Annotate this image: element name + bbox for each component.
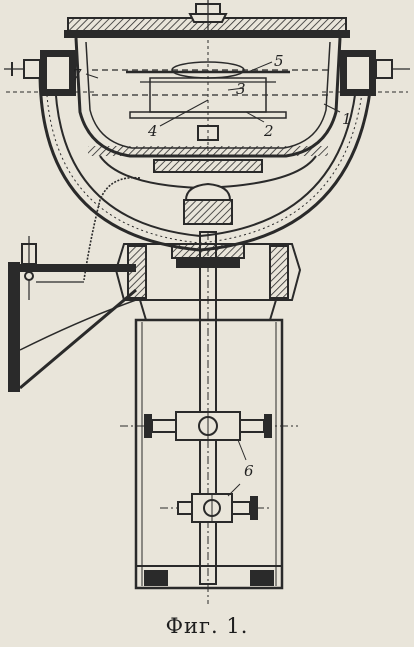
label-2: 2 [263, 122, 274, 140]
part-labels: 1 2 3 4 5 6 7 [72, 52, 352, 480]
label-7: 7 [72, 66, 82, 84]
pedestal-column [134, 318, 284, 590]
corrector-holder-upper [120, 411, 298, 441]
right-trunnion [340, 50, 410, 96]
compass-card [126, 40, 290, 162]
left-trunnion [4, 50, 76, 96]
figure-caption: Фиг. 1. [165, 614, 249, 638]
label-4: 4 [147, 122, 158, 140]
label-6: 6 [244, 462, 254, 480]
corrector-holder-lower [160, 493, 270, 523]
lamp-cable [83, 176, 141, 281]
label-5: 5 [274, 52, 284, 70]
label-3: 3 [236, 80, 246, 98]
top-knob [188, 0, 228, 30]
label-1: 1 [342, 110, 352, 128]
wall-bracket [8, 236, 137, 392]
central-rod [199, 231, 217, 604]
bowl-bottom-weight [153, 159, 263, 225]
